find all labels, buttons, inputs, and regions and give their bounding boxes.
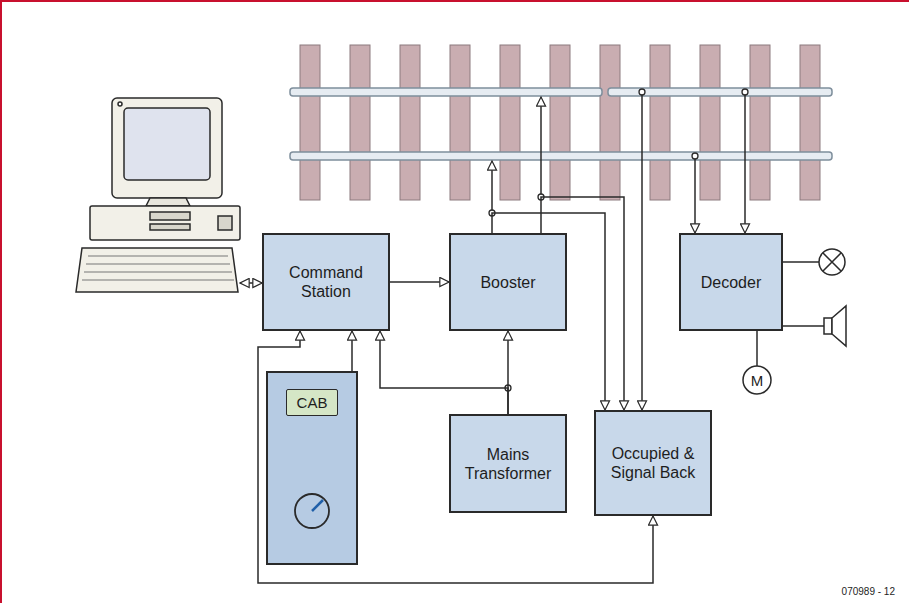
decoder-box: Decoder: [679, 233, 783, 331]
transformer-box: Mains Transformer: [449, 414, 567, 513]
sleeper: [600, 45, 620, 200]
sleeper: [350, 45, 370, 200]
frame-line: [0, 0, 2, 603]
detector-box: Occupied & Signal Back: [594, 410, 712, 516]
cab-knob: [292, 491, 332, 531]
command-station-box: Command Station: [262, 233, 390, 331]
computer-illustration: [76, 98, 240, 292]
sleeper: [450, 45, 470, 200]
figure-number: 070989 - 12: [842, 586, 895, 597]
connector: [351, 331, 353, 371]
connector: [380, 331, 508, 414]
node-label: Occupied & Signal Back: [604, 444, 702, 482]
sleeper: [750, 45, 770, 200]
sleeper: [500, 45, 520, 200]
connector: [390, 281, 449, 283]
motor-symbol-letter: M: [751, 372, 764, 389]
sleeper: [650, 45, 670, 200]
pc-link: [240, 282, 262, 284]
node-label: Booster: [480, 273, 535, 292]
track-sleepers: [300, 45, 820, 200]
node-label: Decoder: [701, 273, 761, 292]
sleeper: [800, 45, 820, 200]
rails: [290, 88, 832, 160]
sleeper: [550, 45, 570, 200]
node-label: Command Station: [272, 263, 380, 301]
sleeper: [400, 45, 420, 200]
sleeper: [300, 45, 320, 200]
node-label: Mains Transformer: [459, 445, 557, 483]
sleeper: [700, 45, 720, 200]
cab-display: CAB: [286, 389, 339, 416]
booster-box: Booster: [449, 233, 567, 331]
frame-line: [0, 0, 909, 2]
cab-handset: CAB: [266, 371, 358, 565]
